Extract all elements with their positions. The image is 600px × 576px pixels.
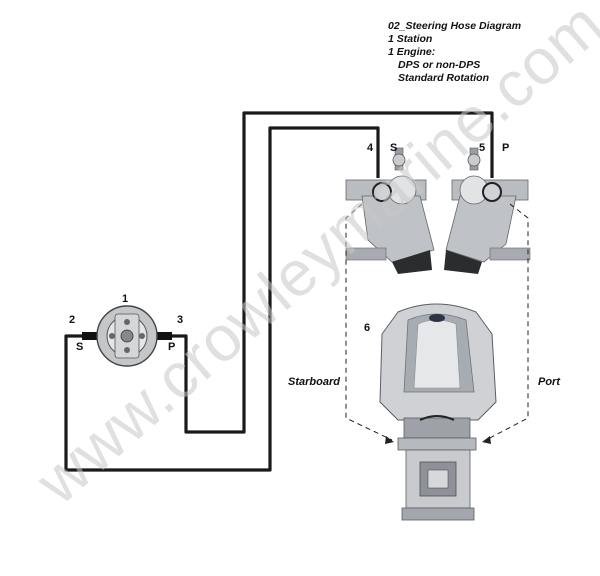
callout-3: 3 bbox=[177, 314, 184, 326]
actuator-starboard bbox=[345, 147, 435, 274]
port-label: Port bbox=[538, 376, 560, 388]
title-line: 02_Steering Hose Diagram bbox=[388, 20, 522, 32]
callout-6: 6 bbox=[364, 322, 371, 334]
title-line: 1 Engine: bbox=[388, 46, 436, 58]
helm-port-s-label: S bbox=[76, 341, 84, 353]
title-line: DPS or non-DPS bbox=[398, 59, 481, 71]
hose-starboard bbox=[64, 126, 380, 472]
helm-pump bbox=[96, 305, 158, 367]
starboard-label: Starboard bbox=[288, 376, 340, 388]
actuator-s-label: S bbox=[390, 142, 398, 154]
fitting-helm-p bbox=[156, 332, 172, 340]
arrow-starboard bbox=[385, 436, 394, 444]
callout-4: 4 bbox=[367, 142, 374, 154]
title-line: Standard Rotation bbox=[398, 72, 489, 84]
actuator-port bbox=[444, 147, 531, 274]
callout-1: 1 bbox=[122, 293, 129, 305]
diagram-title-block: 02_Steering Hose Diagram 1 Station 1 Eng… bbox=[388, 20, 521, 85]
arrow-port bbox=[482, 436, 491, 444]
helm-port-p-label: P bbox=[168, 341, 176, 353]
fitting-helm-s bbox=[82, 332, 98, 340]
outboard-engine bbox=[379, 303, 497, 521]
title-line: 1 Station bbox=[388, 33, 433, 45]
actuator-p-label: P bbox=[502, 142, 510, 154]
callout-2: 2 bbox=[69, 314, 76, 326]
callout-5: 5 bbox=[479, 142, 486, 154]
steering-direction-lines bbox=[345, 203, 529, 441]
hose-port bbox=[158, 111, 494, 434]
